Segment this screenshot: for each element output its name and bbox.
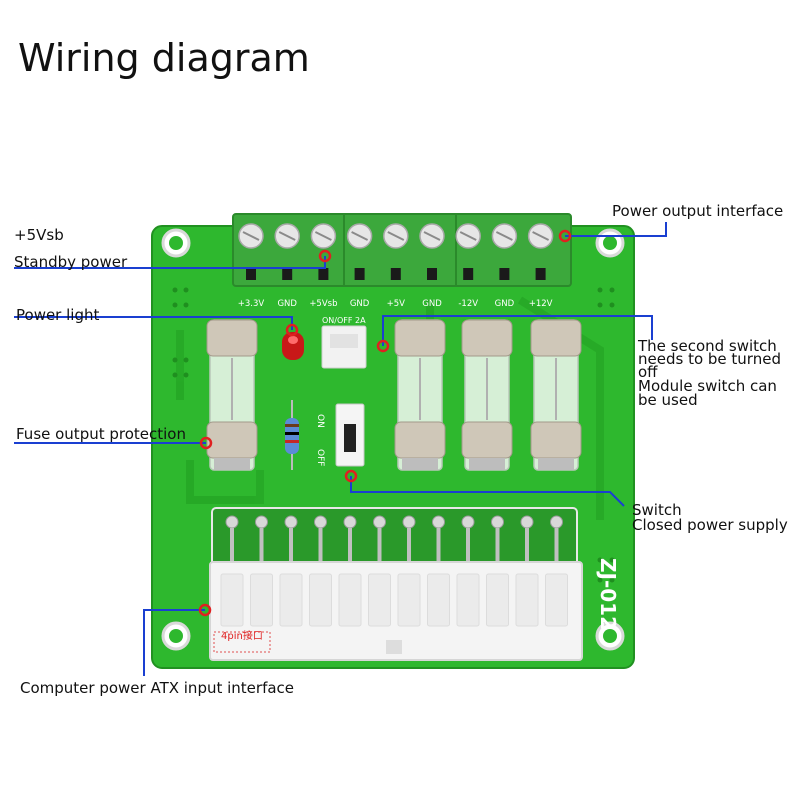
terminal-block (232, 213, 572, 287)
resistor (285, 400, 299, 470)
terminal-screw (238, 223, 264, 280)
terminal-label: GND (350, 299, 370, 309)
label-second-switch-5: be used (638, 391, 698, 409)
model-label: ZJ-012 (596, 558, 620, 630)
terminal-screw (383, 223, 409, 280)
fuse (394, 319, 446, 471)
pin4-label: 4pin接口 (221, 629, 263, 642)
label-power-output: Power output interface (612, 202, 784, 220)
label-fuse-output: Fuse output protection (16, 425, 186, 443)
label-power-light: Power light (16, 306, 100, 324)
label-atx-input: Computer power ATX input interface (20, 679, 295, 697)
power-led (282, 332, 304, 360)
label-closed-power-supply: Closed power supply (632, 516, 788, 534)
atx-connector (209, 507, 583, 661)
terminal-screw (310, 223, 337, 280)
terminal-label: +12V (529, 299, 553, 309)
terminal-screw (274, 223, 300, 280)
page-title: Wiring diagram (18, 36, 310, 80)
terminal-label: GND (495, 299, 515, 309)
terminal-screw (346, 223, 373, 280)
terminal-screw (419, 223, 445, 280)
terminal-label: +5Vsb (309, 299, 337, 309)
terminal-screw (527, 223, 554, 280)
terminal-label: +5V (387, 299, 406, 309)
switch-on-label: ON (315, 414, 325, 428)
mounting-holes (161, 228, 625, 651)
label-second-switch-1: The second switch (638, 337, 777, 355)
slide-switch (335, 403, 365, 467)
label-vsb: +5Vsb (14, 226, 64, 244)
terminal-label: GND (277, 299, 297, 309)
terminal-screw (491, 223, 518, 280)
label-second-switch-3: off (638, 363, 658, 381)
label-second-switch-4: Module switch can (638, 377, 777, 395)
switch-off-label: OFF (315, 449, 325, 466)
label-switch: Switch (632, 501, 682, 519)
header-label: ON/OFF 2A (322, 316, 366, 325)
label-second-switch-2: needs to be turned (638, 350, 781, 368)
fuse (530, 319, 582, 471)
label-standby-power: Standby power (14, 253, 128, 271)
terminal-label: -12V (458, 299, 478, 309)
header-connector (321, 325, 367, 369)
terminal-label: +3.3V (238, 299, 265, 309)
fuse (206, 319, 258, 471)
callout-dots (198, 229, 572, 617)
fuse (461, 319, 513, 471)
terminal-screw (455, 223, 481, 280)
terminal-label: GND (422, 299, 442, 309)
